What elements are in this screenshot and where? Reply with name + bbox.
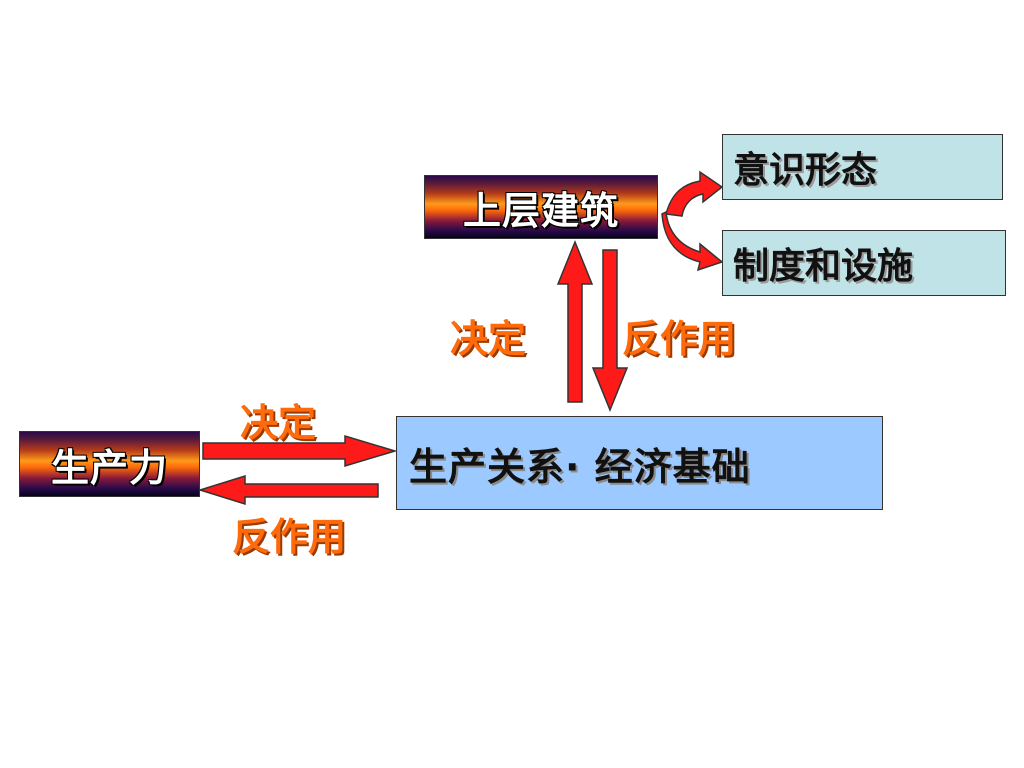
curve-arrow-ideology	[665, 170, 724, 217]
relations-base-label: 生产关系· 经济基础	[409, 444, 751, 489]
ideology-box: 意识形态	[722, 134, 1003, 200]
arrow-up-decide	[556, 240, 594, 403]
arrow-right-decide	[202, 434, 398, 468]
superstructure-label: 上层建筑	[462, 188, 619, 233]
curve-arrow-institutions	[661, 210, 724, 272]
productive-forces-label: 生产力	[50, 445, 168, 490]
relations-base-box: 生产关系· 经济基础	[396, 416, 883, 510]
institutions-box: 制度和设施	[722, 230, 1006, 296]
react-horizontal-label: 反作用	[232, 515, 347, 559]
ideology-label: 意识形态	[733, 150, 878, 191]
react-vertical-label: 反作用	[622, 317, 737, 361]
arrow-down-react	[591, 249, 629, 412]
institutions-label: 制度和设施	[733, 246, 914, 287]
decide-vertical-label: 决定	[450, 317, 527, 361]
productive-forces-box: 生产力	[19, 431, 200, 497]
superstructure-box: 上层建筑	[424, 175, 658, 239]
arrow-left-react	[197, 474, 379, 506]
decide-horizontal-label: 决定	[240, 401, 317, 445]
